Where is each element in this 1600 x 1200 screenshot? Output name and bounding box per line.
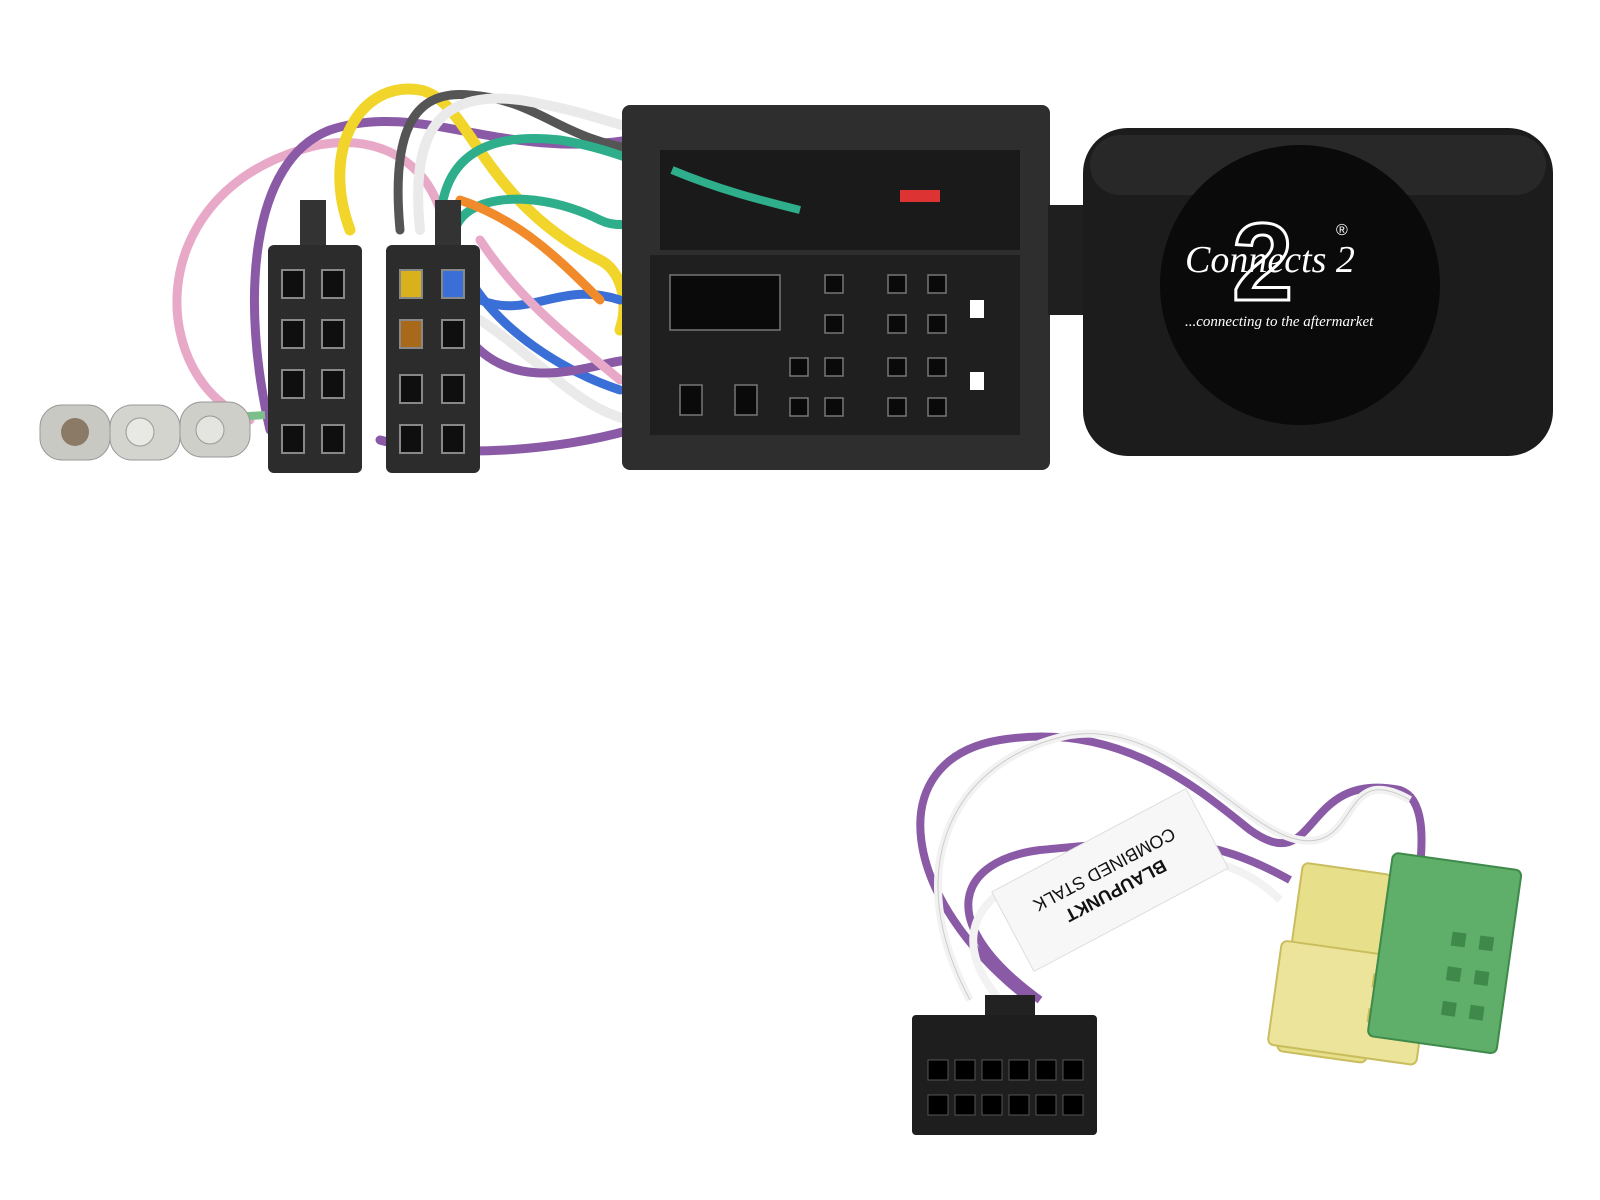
registered-mark: ® (1336, 222, 1348, 239)
brand-logo-numeral: 2 (1232, 201, 1293, 324)
cable-label: BLAUPUNKT COMBINED STALK (991, 787, 1229, 973)
wire-bundle (172, 83, 1043, 456)
brand-logo-text: Connects 2 (1185, 239, 1355, 281)
iso-connector-speaker (386, 200, 480, 473)
interface-module: Connects 2 2 ® ...connecting to the afte… (1083, 128, 1553, 456)
green-mini-iso-connector (1367, 852, 1523, 1055)
iso-connector-power (268, 200, 362, 473)
black-12-pin-connector (912, 995, 1097, 1135)
module-cable (1048, 205, 1088, 315)
tagline: ...connecting to the aftermarket (1185, 314, 1374, 330)
antenna-plugs (39, 401, 266, 461)
quadlock-connector (622, 105, 1050, 470)
